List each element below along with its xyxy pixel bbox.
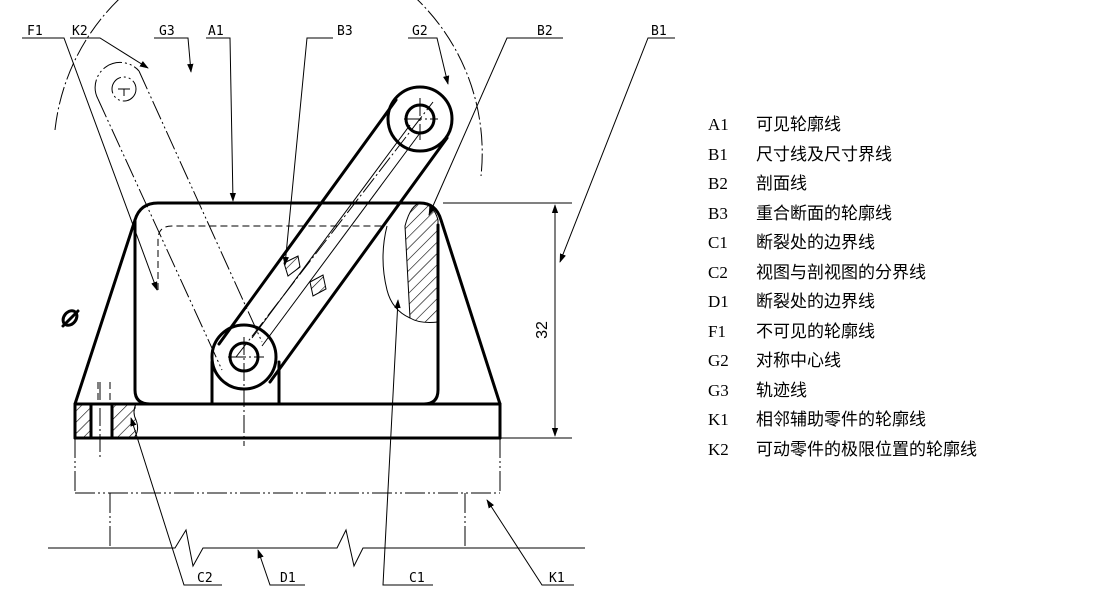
callout-d1: D1: [280, 571, 296, 586]
legend-text: 视图与剖视图的分界线: [756, 262, 926, 282]
legend-item: B2 剖面线: [708, 169, 977, 199]
legend-text: 断裂处的边界线: [756, 292, 875, 311]
line-type-legend: A1 可见轮廓线 B1 尺寸线及尺寸界线 B2 剖面线 B3 重合断面的轮廓线 C1 断裂…: [708, 110, 977, 464]
legend-item: B1 尺寸线及尺寸界线: [708, 140, 977, 170]
callout-k1: K1: [549, 571, 565, 586]
legend-text: 可动零件的极限位置的轮廓线: [756, 439, 977, 459]
legend-code: G3: [708, 380, 729, 400]
hidden-outline: [97, 225, 385, 404]
callout-k2: K2: [72, 24, 88, 39]
leader-lines: [22, 37, 675, 586]
legend-item: K1 相邻辅助零件的轮廓线: [708, 405, 977, 435]
legend-text: 剖面线: [756, 174, 807, 193]
surface-symbol: [61, 309, 80, 328]
movable-part-limit-outline: [94, 61, 263, 371]
legend-text: 可见轮廓线: [756, 115, 841, 134]
legend-text: 断裂处的边界线: [756, 233, 875, 252]
auxiliary-part-outline: [74, 438, 501, 548]
legend-code: C2: [708, 262, 728, 282]
break-boundary: [382, 225, 411, 319]
callout-b1: B1: [651, 24, 667, 39]
callout-c1: C1: [409, 571, 425, 586]
legend-code: G2: [708, 351, 729, 370]
callout-labels: F1 K2 G3 A1 B3 G2 B2 B1 C2 D1 C1 K1: [27, 24, 667, 586]
callout-c2: C2: [197, 571, 213, 586]
legend-code: A1: [708, 115, 729, 134]
legend-item: G2 对称中心线: [708, 346, 977, 376]
legend-item: G3 轨迹线: [708, 376, 977, 406]
dimension-value: 32: [534, 321, 551, 339]
legend-item: K2 可动零件的极限位置的轮廓线: [708, 435, 977, 465]
trajectory-arc: [54, 0, 483, 177]
legend-text: 重合断面的轮廓线: [756, 203, 892, 223]
legend-item: F1 不可见的轮廓线: [708, 317, 977, 347]
callout-a1: A1: [208, 24, 224, 39]
legend-code: B2: [708, 174, 728, 193]
legend-item: D1 断裂处的边界线: [708, 287, 977, 317]
legend-text: 尺寸线及尺寸界线: [756, 144, 892, 164]
legend-item: B3 重合断面的轮廓线: [708, 199, 977, 229]
callout-g3: G3: [159, 24, 175, 39]
legend-code: F1: [708, 321, 726, 341]
callout-b2: B2: [537, 24, 553, 39]
callout-b3: B3: [337, 24, 353, 39]
legend-item: C2 视图与剖视图的分界线: [708, 258, 977, 288]
legend-code: B1: [708, 144, 728, 164]
center-lines: [99, 98, 438, 460]
legend-code: K2: [708, 439, 729, 459]
legend-item: C1 断裂处的边界线: [708, 228, 977, 258]
dimension-32: 32: [443, 202, 572, 439]
legend-text: 轨迹线: [756, 380, 807, 400]
legend-code: B3: [708, 203, 728, 223]
legend-code: C1: [708, 233, 728, 252]
legend-code: K1: [708, 410, 729, 429]
legend-item: A1 可见轮廓线: [708, 110, 977, 140]
legend-text: 对称中心线: [756, 351, 841, 370]
legend-text: 不可见的轮廓线: [756, 321, 875, 341]
break-line: [48, 528, 585, 568]
section-hatching: [75, 202, 439, 440]
callout-g2: G2: [412, 24, 428, 39]
callout-f1: F1: [27, 24, 43, 39]
legend-text: 相邻辅助零件的轮廓线: [756, 410, 926, 429]
legend-code: D1: [708, 292, 729, 311]
